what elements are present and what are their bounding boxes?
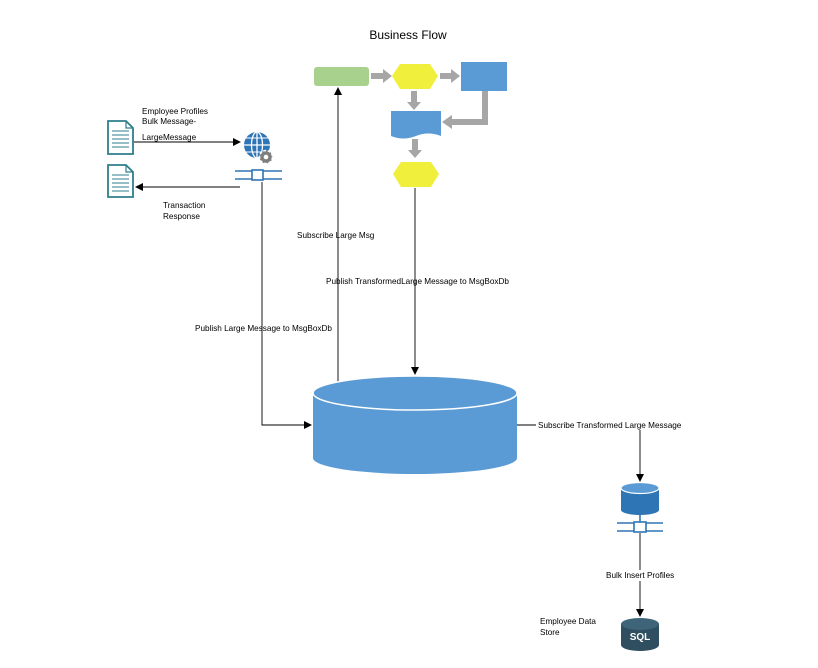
employee-store-label: Employee Data (540, 617, 596, 626)
employee-profiles-label: Employee Profiles (142, 107, 208, 116)
subscribe-transformed-label: Subscribe Transformed Large Message (538, 421, 682, 430)
globe-gear-icon (244, 131, 274, 165)
yellow-decision-shape (393, 162, 439, 187)
gray-arrow (371, 69, 392, 83)
process-flow (314, 62, 507, 187)
port-connector-icon (235, 169, 282, 181)
blue-document-shape (391, 111, 441, 139)
subscribe-transformed-arrow (517, 424, 644, 482)
gray-arrow (408, 139, 422, 158)
employee-store-label: Store (540, 628, 560, 637)
blue-process-shape (461, 62, 507, 91)
bulk-insert-label: Bulk Insert Profiles (606, 571, 674, 580)
subscribe-large-label: Subscribe Large Msg (297, 231, 375, 240)
diagram-title: Business Flow (369, 28, 447, 42)
transaction-response-label: Response (163, 212, 200, 221)
inbound-document (107, 120, 134, 155)
sql-label: SQL (630, 632, 651, 643)
yellow-decision-shape (392, 64, 438, 89)
database-icon (620, 481, 660, 515)
gray-arrow (440, 69, 460, 83)
document-icon (107, 120, 134, 155)
publish-transformed-label: Publish TransformedLarge Message to MsgB… (326, 277, 509, 286)
document-icon (107, 164, 134, 198)
green-process-shape (314, 67, 369, 86)
port-connector-icon (617, 514, 663, 533)
publish-large-label: Publish Large Message to MsgBoxDb (195, 324, 332, 333)
publish-large-arrow (261, 182, 312, 429)
transaction-response-label: Transaction (163, 201, 206, 210)
sql-database-icon: SQL (621, 618, 659, 651)
employee-profiles-label: Bulk Message- (142, 117, 196, 126)
response-document (107, 164, 134, 198)
msgbox-database (312, 375, 518, 474)
gray-arrow (407, 91, 421, 110)
employee-profiles-label: LargeMessage (142, 133, 197, 142)
gray-elbow-arrow (442, 91, 488, 129)
